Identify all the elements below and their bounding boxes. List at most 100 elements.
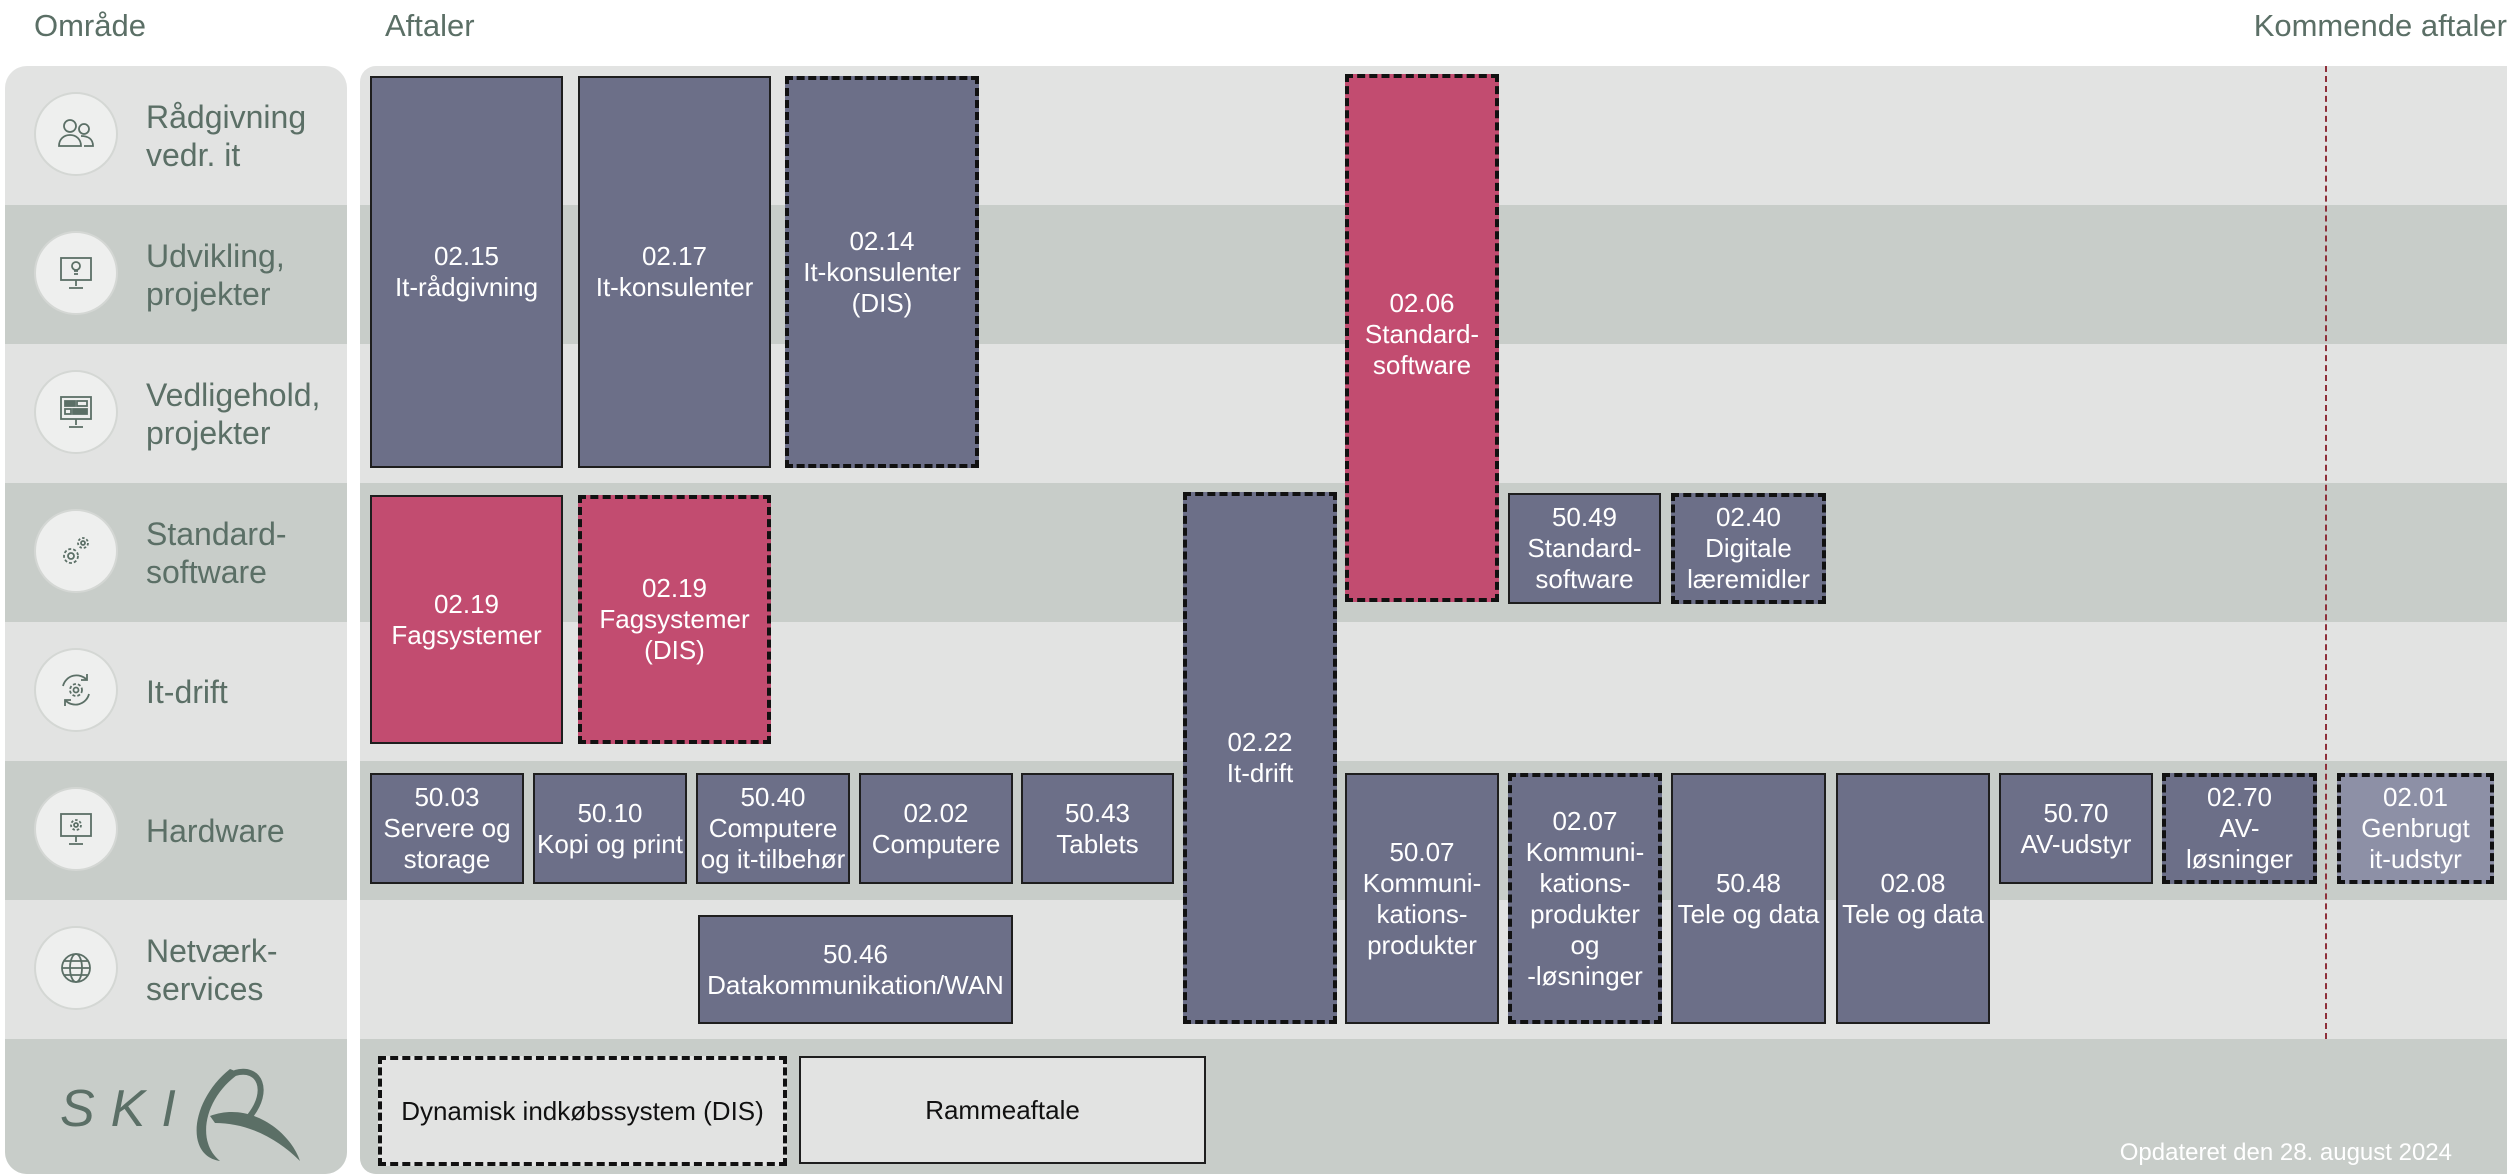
agreement-name: Genbrugt bbox=[2361, 813, 2470, 843]
agreement-name: Computere bbox=[871, 828, 1001, 859]
agreement-name: (DIS) bbox=[644, 635, 705, 665]
agreement-name: Kommuni- bbox=[1525, 836, 1645, 867]
legend-dis: Dynamisk indkøbssystem (DIS) bbox=[378, 1056, 787, 1166]
agreement-name: AV- bbox=[2219, 813, 2260, 843]
agreement-number: 50.49 bbox=[1551, 502, 1618, 532]
agreement-number: 02.14 bbox=[849, 225, 915, 256]
agreement-name: Tablets bbox=[1056, 828, 1139, 859]
agreement-number: 02.07 bbox=[1552, 805, 1618, 836]
agreement-name: Tele og data bbox=[1842, 898, 1984, 929]
agreement-number: 02.08 bbox=[1880, 867, 1946, 898]
agreement-number: 02.19 bbox=[641, 573, 708, 603]
agreements-column-header: Aftaler bbox=[385, 8, 475, 43]
agreement-number: 50.43 bbox=[1064, 797, 1131, 828]
agreement-name: Tele og data bbox=[1677, 898, 1820, 929]
agreement-name: Standard- bbox=[1527, 533, 1642, 563]
agreement-name: It-konsulenter bbox=[595, 272, 754, 302]
agreement-name: storage bbox=[403, 844, 491, 874]
agreement-name: Kopi og print bbox=[537, 828, 683, 859]
agreement-number: 50.03 bbox=[414, 782, 480, 812]
agreement-name: læremidler bbox=[1687, 564, 1810, 594]
agreement-number: 50.40 bbox=[740, 782, 806, 812]
updated-date: Opdateret den 28. august 2024 bbox=[2119, 1139, 2452, 1166]
gear-cycle-icon bbox=[34, 648, 118, 732]
agreement-name: it-udstyr bbox=[2369, 844, 2462, 874]
agreement-name: It-rådgivning bbox=[394, 272, 539, 302]
area-label: Hardware bbox=[146, 812, 285, 849]
area-label: It-drift bbox=[146, 673, 228, 710]
people-icon bbox=[34, 92, 118, 176]
gears-icon bbox=[34, 509, 118, 593]
area-label: Rådgivning vedr. it bbox=[146, 98, 307, 173]
agreement-name: Fagsystemer bbox=[391, 619, 542, 650]
agreement-number: 02.19 bbox=[433, 588, 500, 619]
ski-logo: SKI bbox=[5, 1039, 347, 1174]
area-row-itdrift: It-drift bbox=[5, 622, 347, 761]
agreement-name: produkter og bbox=[1530, 898, 1640, 960]
agreement-number: 50.48 bbox=[1715, 867, 1782, 898]
area-row-udvikling: Udvikling, projekter bbox=[5, 205, 347, 344]
agreement-name: Standard- bbox=[1364, 318, 1480, 349]
area-row-vedligehold: Vedligehold, projekter bbox=[5, 344, 347, 483]
agreement-name: (DIS) bbox=[851, 287, 913, 318]
agreement-number: 02.01 bbox=[2382, 782, 2449, 812]
globe-icon bbox=[34, 926, 118, 1010]
agreement-name: løsninger bbox=[2186, 844, 2293, 874]
area-label: Vedligehold, projekter bbox=[146, 376, 321, 451]
area-label: Standard-software bbox=[146, 515, 287, 590]
legend-framework: Rammeaftale bbox=[799, 1056, 1206, 1164]
agreement-number: 02.06 bbox=[1389, 287, 1455, 318]
area-column-header: Område bbox=[34, 8, 146, 43]
agreement-number: 02.40 bbox=[1715, 502, 1782, 532]
agreement-name: software bbox=[1535, 564, 1634, 594]
agreement-name: og it-tilbehør bbox=[700, 844, 846, 874]
agreement-name: Datakommunikation/WAN bbox=[707, 969, 1004, 1000]
area-row-standardsoftware: Standard-software bbox=[5, 483, 347, 622]
area-row-hardware: Hardware bbox=[5, 761, 347, 900]
agreement-number: 02.22 bbox=[1227, 727, 1293, 757]
agreement-name: Servere og bbox=[383, 813, 511, 843]
agreement-name: produkter bbox=[1367, 929, 1477, 960]
upcoming-divider bbox=[2325, 66, 2327, 1039]
agreement-name: It-drift bbox=[1226, 758, 1294, 788]
agreement-name: -løsninger bbox=[1527, 960, 1643, 991]
agreement-name: Computere bbox=[708, 813, 838, 843]
agreement-name: Kommuni- bbox=[1362, 867, 1482, 898]
agreement-name: It-konsulenter bbox=[803, 256, 961, 287]
logo-text: SKI bbox=[60, 1080, 192, 1138]
area-row-raadgivning: Rådgivning vedr. it bbox=[5, 66, 347, 205]
agreement-number: 50.07 bbox=[1389, 836, 1455, 867]
agreement-number: 50.70 bbox=[2043, 797, 2109, 828]
agreement-name: Fagsystemer bbox=[599, 604, 750, 634]
logo-swirl-icon bbox=[196, 1068, 300, 1161]
agreement-number: 02.17 bbox=[641, 241, 708, 271]
monitor-gear-icon bbox=[34, 787, 118, 871]
agreement-name: AV-udstyr bbox=[2020, 828, 2132, 859]
agreement-number: 02.02 bbox=[903, 797, 969, 828]
agreement-name: kations- bbox=[1539, 867, 1631, 898]
area-row-netvaerk: Netværk-services bbox=[5, 900, 347, 1039]
agreement-name: software bbox=[1372, 349, 1472, 380]
